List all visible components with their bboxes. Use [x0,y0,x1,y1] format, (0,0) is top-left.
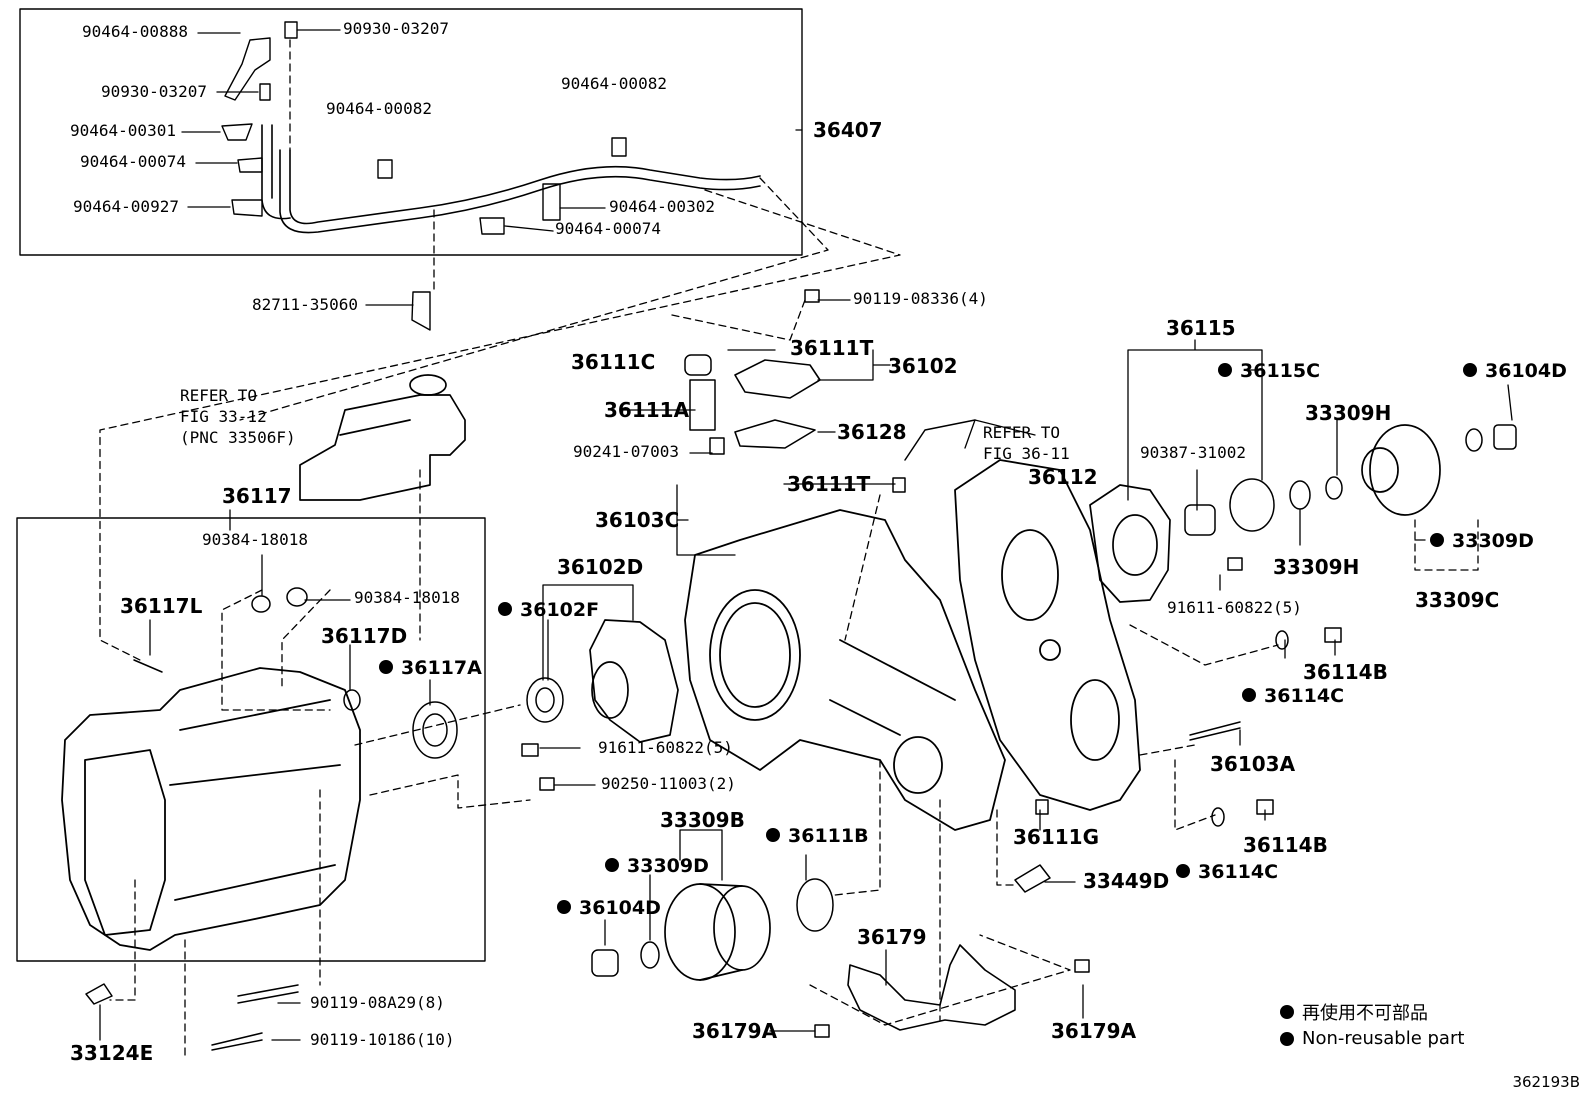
part-label-90464-00082: 90464-00082 [561,74,667,93]
non-reusable-dot-icon [766,828,780,842]
part-label-91611-60822: 91611-60822(5) [598,738,733,757]
part-label-36114C: 36114C [1176,863,1278,882]
non-reusable-dot-icon [557,900,571,914]
reference-note-fig-33-12: REFER TO FIG 33-12 (PNC 33506F) [180,386,296,447]
part-label-90464-00082: 90464-00082 [326,99,432,118]
part-label-36114B: 36114B [1303,660,1388,684]
transfer-rear-housing [954,459,1141,811]
part-label-90387-31002: 90387-31002 [1140,443,1246,462]
clips [221,21,627,331]
front-bearing-retainer [589,619,679,743]
part-label-36102: 36102 [888,354,958,378]
part-label-33309D: 33309D [1430,532,1534,551]
part-label-90119-08336: 90119-08336(4) [853,289,988,308]
part-label-36179A: 36179A [692,1019,778,1043]
part-label-90464-00302: 90464-00302 [609,197,715,216]
part-label-33309C: 33309C [1415,588,1500,612]
non-reusable-dot-icon [1280,1004,1294,1019]
group-box-36407 [19,8,803,256]
extension-housing [61,667,361,951]
part-label-91611-60822: 91611-60822(5) [1167,598,1302,617]
part-label-36102F: 36102F [498,601,599,620]
part-label-33309H: 33309H [1273,555,1360,579]
part-label-36114B: 36114B [1243,833,1328,857]
non-reusable-dot-icon [1280,1031,1294,1046]
part-label-36179: 36179 [857,925,927,949]
non-reusable-dot-icon [379,660,393,674]
non-reusable-dot-icon [605,858,619,872]
part-label-90930-03207: 90930-03207 [101,82,207,101]
bracket-36179 [847,944,1016,1031]
part-label-36104D: 36104D [1463,362,1567,381]
part-label-36111A: 36111A [604,398,690,422]
part-label-90464-00074: 90464-00074 [80,152,186,171]
shift-housing [299,374,466,501]
part-label-36117L: 36117L [120,594,203,618]
group-box-36117 [16,517,486,962]
part-label-36115C: 36115C [1218,362,1320,381]
part-label-90384-18018: 90384-18018 [202,530,308,549]
non-reusable-dot-icon [1176,864,1190,878]
part-label-90930-03207: 90930-03207 [343,19,449,38]
part-label-36111B: 36111B [766,827,869,846]
part-label-90464-00074: 90464-00074 [555,219,661,238]
non-reusable-dot-icon [498,602,512,616]
part-label-36111G: 36111G [1013,825,1099,849]
transfer-front-housing [684,509,1006,831]
part-label-36114C: 36114C [1242,687,1344,706]
part-label-36179A: 36179A [1051,1019,1137,1043]
part-label-90250-11003: 90250-11003(2) [601,774,736,793]
part-label-36111C: 36111C [571,350,656,374]
legend-row-en: Non-reusable part [1280,1025,1464,1052]
part-label-36117: 36117 [222,484,292,508]
part-label-36102D: 36102D [557,555,644,579]
part-label-90119-10186: 90119-10186(10) [310,1030,455,1049]
part-label-33449D: 33449D [1083,869,1170,893]
part-label-36103C: 36103C [595,508,680,532]
non-reusable-dot-icon [1218,363,1232,377]
part-label-36128: 36128 [837,420,907,444]
part-label-33309H: 33309H [1305,401,1392,425]
rear-flange-housing [1089,484,1171,603]
part-label-36407: 36407 [813,118,883,142]
small-parts [85,289,1517,1051]
part-label-90119-08A29: 90119-08A29(8) [310,993,445,1012]
breather-tube [261,124,761,234]
legend-row-jp: 再使用不可部品 [1280,998,1464,1025]
part-label-90464-00927: 90464-00927 [73,197,179,216]
part-label-90464-00301: 90464-00301 [70,121,176,140]
part-label-36103A: 36103A [1210,752,1296,776]
part-label-33309D: 33309D [605,857,709,876]
part-label-36117D: 36117D [321,624,408,648]
part-label-36117A: 36117A [379,659,482,678]
part-label-36115: 36115 [1166,316,1236,340]
cover-36102 [734,359,821,449]
non-reusable-dot-icon [1463,363,1477,377]
part-label-36111T: 36111T [787,472,871,496]
figure-id: 362193B [1512,1073,1580,1091]
part-label-90241-07003: 90241-07003 [573,442,679,461]
part-label-36112: 36112 [1028,465,1098,489]
part-label-33124E: 33124E [70,1041,154,1065]
non-reusable-dot-icon [1430,533,1444,547]
part-label-36111T: 36111T [790,336,874,360]
part-label-36104D: 36104D [557,899,661,918]
part-label-82711-35060: 82711-35060 [252,295,358,314]
non-reusable-dot-icon [1242,688,1256,702]
companion-flange-front [664,883,771,981]
part-label-90384-18018: 90384-18018 [354,588,460,607]
legend: 再使用不可部品 Non-reusable part [1280,998,1464,1052]
part-label-33309B: 33309B [660,808,745,832]
part-label-90464-00888: 90464-00888 [82,22,188,41]
reference-note-fig-36-11: REFER TO FIG 36-11 [983,423,1070,463]
companion-flange-rear [1361,424,1441,516]
